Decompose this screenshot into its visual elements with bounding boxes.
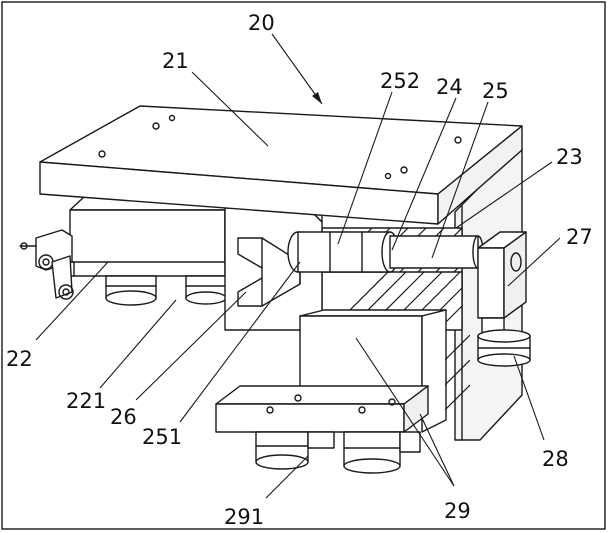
label-21: 21 bbox=[162, 49, 189, 73]
label-23: 23 bbox=[556, 145, 583, 169]
part-25-shaft bbox=[287, 231, 484, 273]
label-26: 26 bbox=[110, 405, 137, 429]
label-27: 27 bbox=[566, 225, 593, 249]
label-252: 252 bbox=[380, 69, 420, 93]
leader-lines bbox=[35, 33, 561, 499]
part-221-rollers bbox=[105, 275, 227, 306]
part-27-end-block bbox=[477, 231, 527, 319]
label-22: 22 bbox=[6, 347, 33, 371]
label-24: 24 bbox=[436, 75, 463, 99]
reference-labels: 20 21 252 24 25 23 27 22 221 26 251 28 2… bbox=[6, 11, 593, 529]
label-29: 29 bbox=[444, 499, 471, 523]
label-251: 251 bbox=[142, 425, 182, 449]
roller-291-b bbox=[343, 431, 421, 474]
label-28: 28 bbox=[542, 447, 569, 471]
label-221: 221 bbox=[66, 389, 106, 413]
label-20: 20 bbox=[248, 11, 275, 35]
part-29-l-bracket bbox=[215, 309, 470, 433]
part-291-rollers bbox=[255, 431, 421, 474]
roller-221-b bbox=[185, 275, 227, 305]
roller-221-a bbox=[105, 275, 157, 306]
roller-291-a bbox=[255, 431, 335, 470]
label-291: 291 bbox=[224, 505, 264, 529]
part-21-top-plate bbox=[39, 105, 523, 225]
label-25: 25 bbox=[482, 79, 509, 103]
